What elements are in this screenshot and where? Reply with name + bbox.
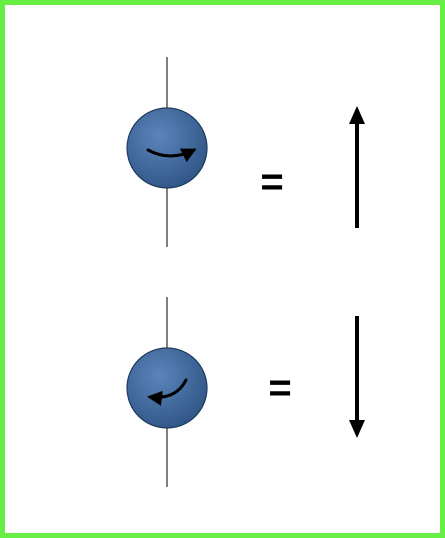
- equals-sign-top: =: [260, 160, 283, 204]
- equals-sign-bottom: =: [268, 366, 291, 410]
- spin-rotation-arrow-top: [146, 148, 197, 163]
- up-arrow-icon: [349, 106, 365, 228]
- spin-rotation-arrow-bottom: [147, 378, 188, 406]
- spinning-particle-top: [126, 107, 208, 189]
- spin-up-row: =: [126, 57, 365, 247]
- down-arrow-icon: [349, 316, 365, 438]
- spinning-particle-bottom: [126, 347, 208, 429]
- spin-down-row: =: [126, 297, 365, 487]
